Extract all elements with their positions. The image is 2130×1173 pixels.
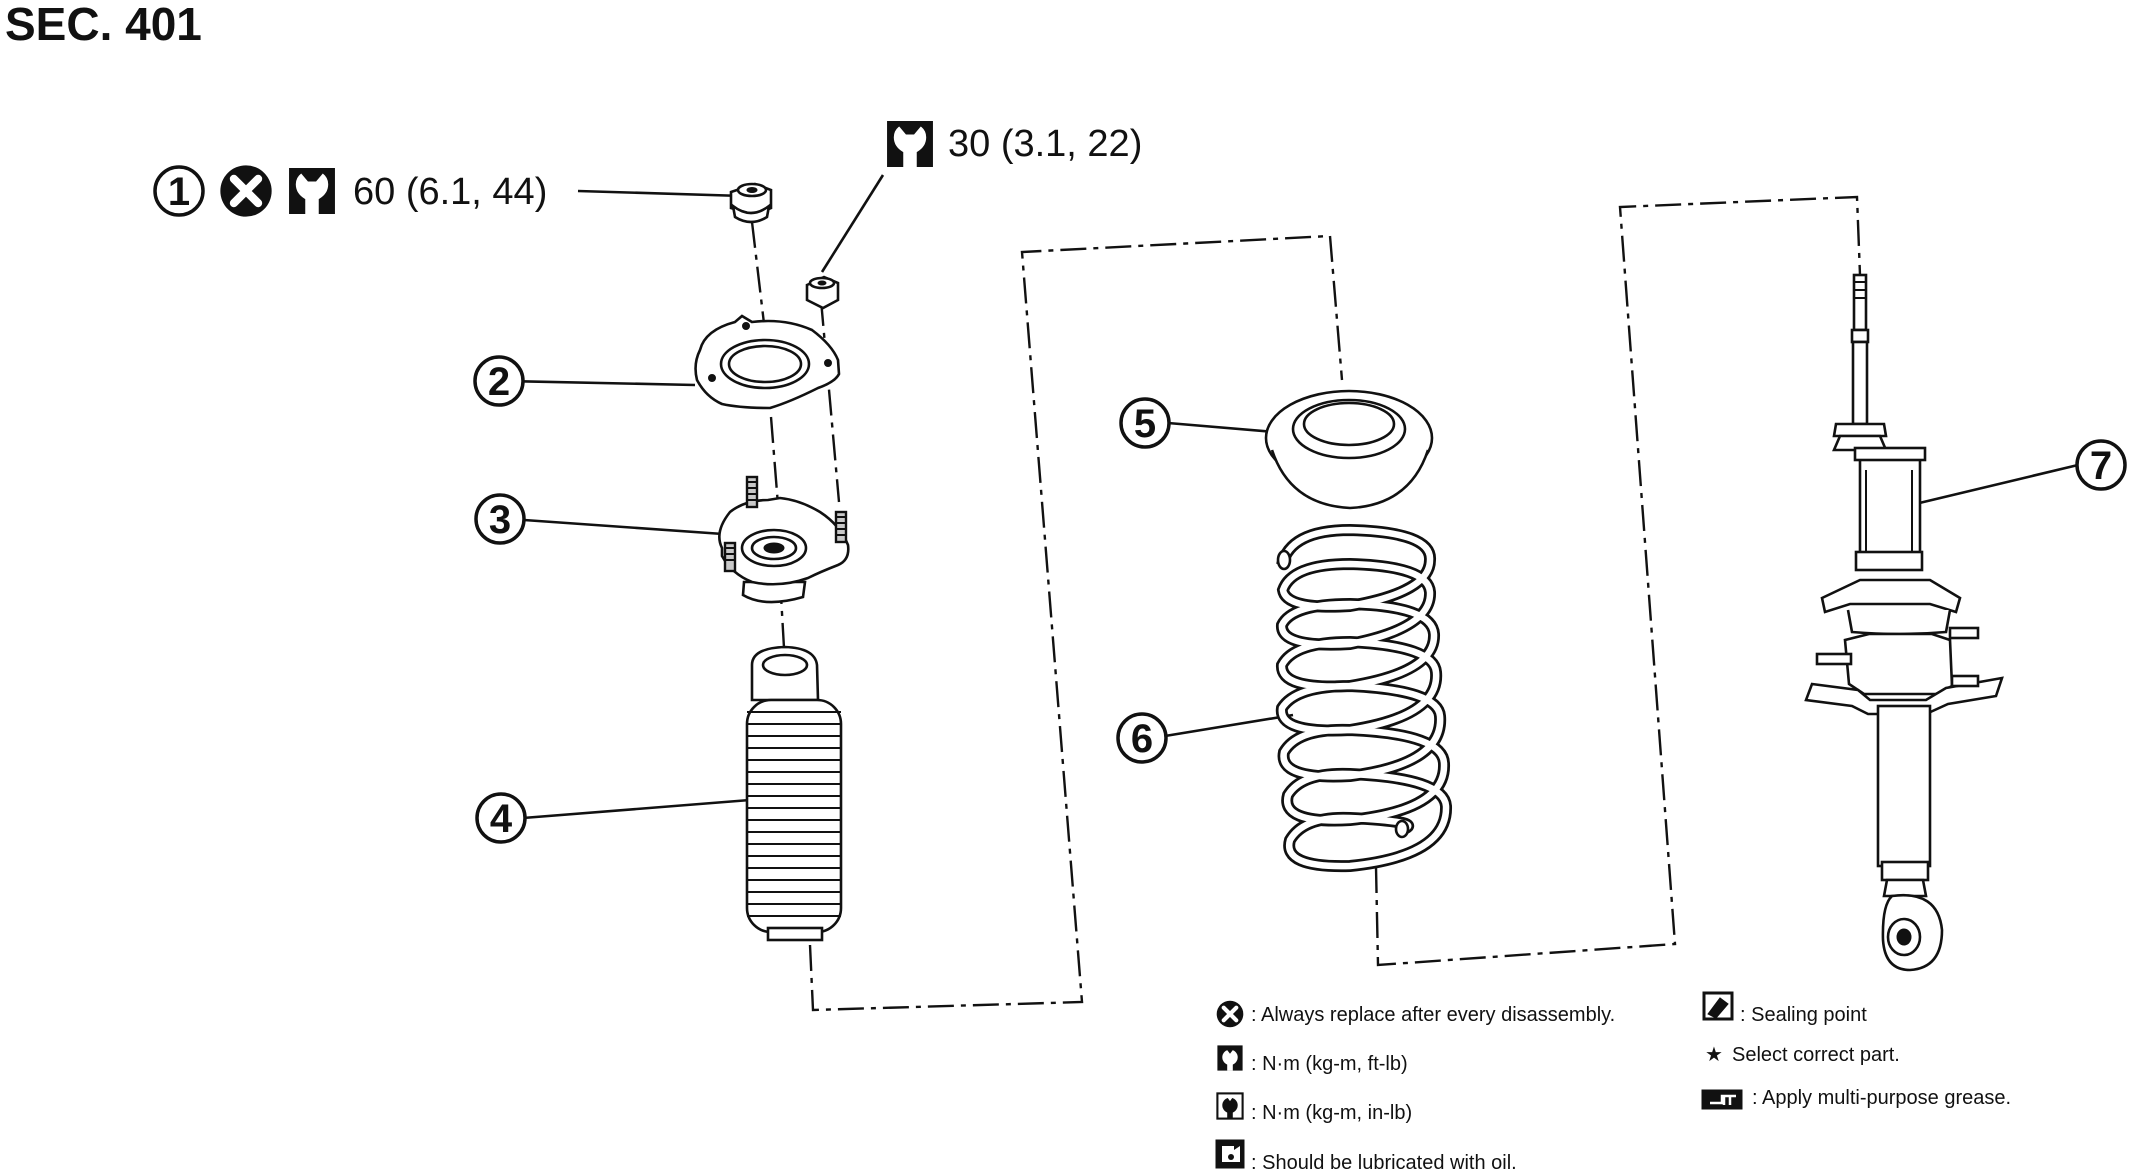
section-title: SEC. 401 — [5, 0, 202, 50]
callout-1-number: 1 — [168, 170, 190, 214]
callout-5-badge: 5 — [1119, 397, 1171, 449]
legend-lubricate-oil: : Should be lubricated with oil. — [1251, 1152, 1517, 1173]
lubricate-oil-icon — [1215, 1139, 1245, 1169]
legend-sealing-point: : Sealing point — [1740, 1004, 1867, 1026]
torque-label-nut: 60 (6.1, 44) — [353, 171, 547, 213]
coil-spring-part-6 — [1275, 523, 1452, 873]
callout-2-badge: 2 — [473, 355, 525, 407]
legend-nm-inlb: : N·m (kg-m, in-lb) — [1251, 1102, 1412, 1124]
callout-3-badge: 3 — [474, 493, 526, 545]
strut-assembly-part-7 — [1804, 273, 2004, 972]
strut-mounting-bearing-part-3 — [718, 475, 850, 604]
always-replace-legend-icon — [1217, 1001, 1244, 1028]
torque-inlb-icon — [1216, 1092, 1244, 1120]
callout-6-number: 6 — [1131, 717, 1153, 761]
callout-7-number: 7 — [2090, 444, 2112, 488]
callout-4-number: 4 — [490, 797, 513, 841]
legend-nm-ftlb: : N·m (kg-m, ft-lb) — [1251, 1053, 1408, 1075]
legend: : Always replace after every disassembly… — [1215, 991, 2011, 1173]
legend-apply-grease: : Apply multi-purpose grease. — [1752, 1087, 2011, 1109]
upper-spring-seat-part-5 — [1264, 389, 1434, 510]
bound-bumper-part-4 — [745, 645, 843, 942]
callout-1-badge: 1 — [153, 165, 205, 217]
callout-7-badge: 7 — [2075, 439, 2127, 491]
nut-part-1 — [729, 182, 773, 224]
callout-5-number: 5 — [1134, 402, 1156, 446]
callout-3-number: 3 — [489, 498, 511, 542]
torque-ftlb-icon — [1217, 1045, 1243, 1071]
legend-always-replace: : Always replace after every disassembly… — [1251, 1004, 1615, 1026]
always-replace-icon — [220, 165, 271, 216]
torque-wrench-icon — [289, 168, 335, 214]
callout-4-badge: 4 — [475, 792, 527, 844]
sealing-point-icon — [1702, 991, 1734, 1021]
star-icon: ★ — [1705, 1044, 1723, 1066]
torque-label-bolt: 30 (3.1, 22) — [948, 123, 1142, 165]
grease-icon — [1701, 1089, 1743, 1110]
callout-2-number: 2 — [488, 360, 510, 404]
strut-mounting-insulator-part-2 — [694, 314, 841, 410]
torque-wrench-icon-2 — [887, 121, 933, 167]
callout-6-badge: 6 — [1116, 712, 1168, 764]
nut-part-bolt — [805, 275, 840, 310]
legend-select-part: Select correct part. — [1732, 1044, 1900, 1066]
